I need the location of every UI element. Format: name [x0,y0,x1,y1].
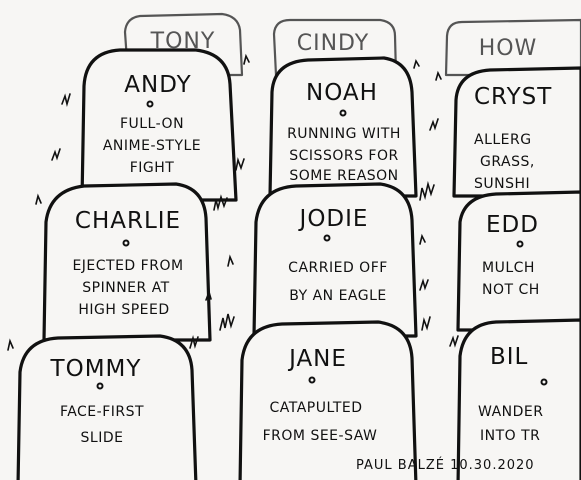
tombstone-epitaph-line: NOT CH [482,282,540,298]
tombstone-epitaph-line: ALLERG [474,132,532,148]
tombstone-bil: BIL WANDER INTO TR [456,318,581,480]
tombstone-epitaph-line: INTO TR [480,428,540,444]
tombstone-name: EDD [486,212,539,238]
tombstone-name: CHARLIE [75,208,181,234]
tombstone-jodie: JODIE CARRIED OFF BY AN EAGLE [252,182,418,338]
tombstone-name: NOAH [306,80,378,106]
tombstone-edd: EDD MULCH NOT CH [456,190,581,332]
tombstone-epitaph-line: FULL-ON [120,116,184,132]
tombstone-dot [339,109,347,117]
tombstone-epitaph-line: WANDER [478,404,543,420]
tombstone-dot [323,234,331,242]
tombstone-dot [96,382,104,390]
grass-tufts [7,53,459,351]
tombstone-epitaph-line: FIGHT [130,160,175,176]
tombstone-epitaph-line: CATAPULTED [269,400,362,416]
tombstone-dot [540,378,548,386]
tombstone-cryst: CRYST ALLERG GRASS, SUNSHI [452,66,581,198]
tombstone-tommy: TOMMY FACE-FIRST SLIDE [16,334,198,480]
tombstone-epitaph-line: RUNNING WITH [287,126,401,142]
tombstone-charlie: CHARLIE EJECTED FROM SPINNER AT HIGH SPE… [42,182,212,342]
tombstone-andy: ANDY FULL-ON ANIME-STYLE FIGHT [80,48,238,202]
tombstone-name: CRYST [474,84,552,110]
tombstone-epitaph-line: SLIDE [81,430,124,446]
tombstone-name: JANE [287,346,347,372]
tombstone-noah: NOAH RUNNING WITH SCISSORS FOR SOME REAS… [268,56,418,198]
tombstone-epitaph-line: BY AN EAGLE [289,288,387,304]
tombstone-dot [516,240,524,248]
tombstone-name: ANDY [124,72,191,98]
tombstone-epitaph-line: SOME REASON [289,168,398,184]
tombstone-epitaph-line: HIGH SPEED [78,302,169,318]
tombstone-jane: JANE CATAPULTED FROM SEE-SAW [238,320,418,480]
tombstone-epitaph-line: FACE-FIRST [60,404,144,420]
tombstone-dot [122,239,130,247]
tombstone-epitaph-line: EJECTED FROM [72,258,183,274]
tombstone-dot [146,100,154,108]
tombstone-name: BIL [490,344,528,370]
tombstone-name: CINDY [297,31,369,56]
tombstone-epitaph-line: SCISSORS FOR [289,148,398,164]
tombstone-dot [308,376,316,384]
tombstone-epitaph-line: SUNSHI [474,176,530,192]
tombstone-epitaph-line: FROM SEE-SAW [263,428,378,444]
tombstone-name: HOW [479,36,538,61]
tombstone-epitaph-line: SPINNER AT [82,280,169,296]
tombstone-epitaph-line: MULCH [482,260,535,276]
tombstone-how: HOW [444,18,581,77]
artist-signature: PAUL BALZÉ 10.30.2020 [356,457,535,473]
tombstone-name: TOMMY [50,356,142,382]
tombstone-epitaph-line: ANIME-STYLE [103,138,201,154]
tombstone-name: JODIE [298,206,369,232]
tombstone-epitaph-line: GRASS, [480,154,535,170]
tombstone-epitaph-line: CARRIED OFF [288,260,388,276]
